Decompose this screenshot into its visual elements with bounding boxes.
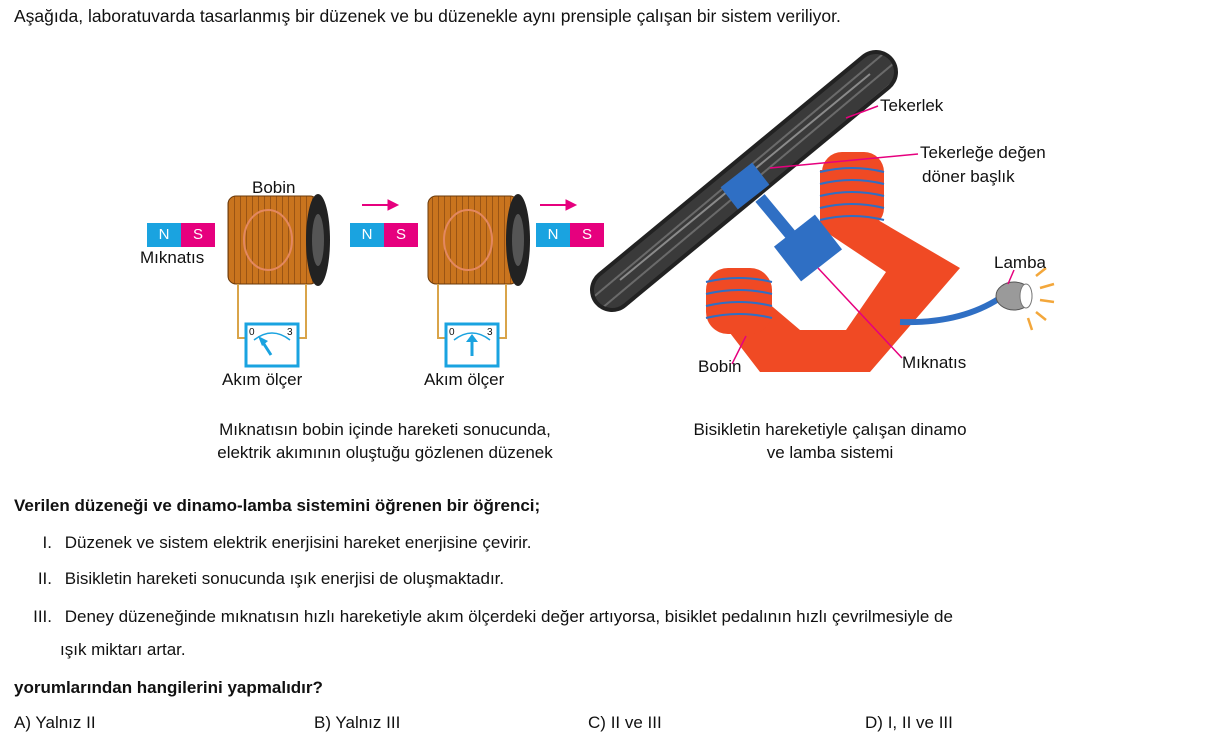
question-tail: yorumlarından hangilerini yapmalıdır? [14, 678, 323, 697]
option-b[interactable]: B) Yalnız III [314, 713, 400, 733]
option-letter: B) [314, 713, 331, 732]
statement-3: III. Deney düzeneğinde mıknatısın hızlı … [14, 607, 953, 627]
intro-text: Aşağıda, laboratuvarda tasarlanmış bir d… [14, 6, 841, 26]
experiment-figure [227, 50, 1055, 372]
meter-min-1: 0 [249, 327, 255, 338]
statement-text: Bisikletin hareketi sonucunda ışık enerj… [64, 569, 505, 588]
statement-text: Deney düzeneğinde mıknatısın hızlı harek… [64, 607, 953, 626]
pointer-lines [731, 105, 1015, 365]
option-d[interactable]: D) I, II ve III [865, 713, 953, 733]
label-tekerlege-1: Tekerleğe değen [920, 143, 1046, 162]
statement-text: Düzenek ve sistem elektrik enerjisini ha… [64, 533, 532, 552]
option-letter: A) [14, 713, 31, 732]
meter-max-1: 3 [287, 327, 293, 338]
statement-2: II. Bisikletin hareketi sonucunda ışık e… [14, 569, 504, 589]
statement-number: III. [33, 607, 52, 626]
magnet-south-pole: S [181, 223, 215, 247]
coil-1 [227, 194, 330, 368]
caption-left-line-2: elektrik akımının oluştuğu gözlenen düze… [217, 443, 553, 462]
caption-right-line-2: ve lamba sistemi [766, 443, 894, 462]
caption-right: Bisikletin hareketiyle çalışan dinamo ve… [630, 418, 1030, 464]
caption-left: Mıknatısın bobin içinde hareketi sonucun… [150, 418, 620, 464]
option-letter: D) [865, 713, 883, 732]
magnet-south-pole: S [384, 223, 418, 247]
caption-left-line-1: Mıknatısın bobin içinde hareketi sonucun… [219, 420, 551, 439]
option-a[interactable]: A) Yalnız II [14, 713, 96, 733]
magnet-north-pole: N [350, 223, 384, 247]
label-bobin-right: Bobin [698, 357, 742, 376]
option-letter: C) [588, 713, 606, 732]
motion-arrows [362, 199, 578, 211]
statement-number: I. [42, 533, 52, 552]
magnet-south-pole: S [570, 223, 604, 247]
meter-max-2: 3 [487, 327, 493, 338]
magnet-north-pole: N [536, 223, 570, 247]
label-miknatis-right: Mıknatıs [902, 353, 967, 372]
label-tekerlege-2: döner başlık [922, 167, 1015, 186]
option-text: Yalnız II [35, 713, 96, 732]
option-text: I, II ve III [887, 713, 953, 732]
caption-right-line-1: Bisikletin hareketiyle çalışan dinamo [693, 420, 967, 439]
statement-1: I. Düzenek ve sistem elektrik enerjisini… [14, 533, 532, 553]
label-bobin-left: Bobin [252, 178, 296, 197]
statement-number: II. [37, 569, 52, 588]
label-lamba: Lamba [994, 253, 1046, 272]
label-miknatis-left: Mıknatıs [140, 248, 205, 267]
option-text: II ve III [610, 713, 662, 732]
meter-min-2: 0 [449, 327, 455, 338]
statement-3-continued: ışık miktarı artar. [60, 640, 186, 659]
option-text: Yalnız III [335, 713, 401, 732]
label-tekerlek: Tekerlek [880, 96, 944, 115]
coil-2 [427, 194, 530, 368]
magnet-north-pole: N [147, 223, 181, 247]
label-akim-olcer-2: Akım ölçer [424, 370, 505, 389]
label-akim-olcer-1: Akım ölçer [222, 370, 303, 389]
question-stem: Verilen düzeneği ve dinamo-lamba sistemi… [14, 496, 541, 515]
option-c[interactable]: C) II ve III [588, 713, 662, 733]
dynamo-body [705, 152, 1055, 372]
